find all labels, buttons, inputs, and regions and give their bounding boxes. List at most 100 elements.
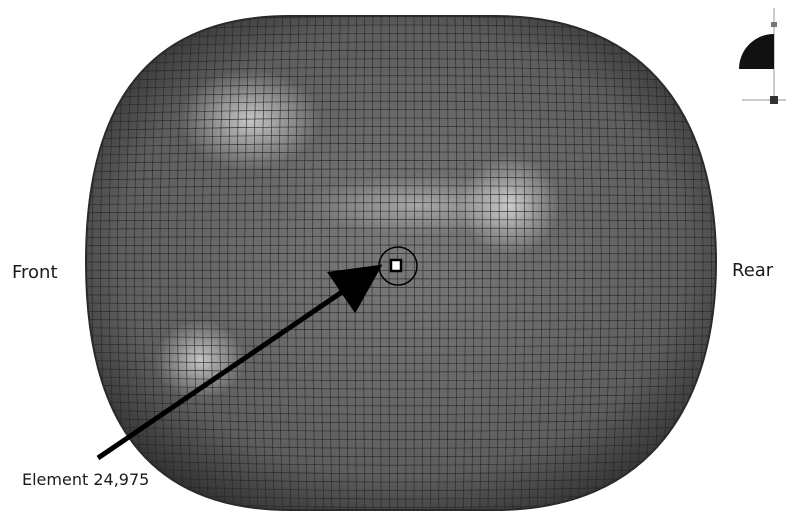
mesh-line [86, 16, 716, 17]
mesh-line [86, 376, 716, 381]
mesh-line [610, 16, 619, 510]
mesh-line [553, 16, 560, 510]
mesh-line [86, 160, 716, 164]
mesh-line [86, 227, 716, 230]
mesh-line [487, 16, 492, 510]
mesh-line [320, 16, 325, 510]
mesh-line [244, 16, 251, 510]
mesh-line [626, 16, 636, 510]
mesh-line [86, 100, 716, 107]
mesh-line [363, 16, 366, 510]
mesh-line [261, 16, 267, 510]
mesh-line [86, 219, 716, 222]
mesh-line [430, 16, 432, 510]
mesh-line [303, 16, 308, 510]
mesh-line [86, 302, 716, 305]
mesh-line [86, 202, 716, 205]
mesh-line [544, 16, 551, 510]
mesh-line [635, 16, 644, 510]
front-label: Front [12, 262, 58, 283]
mesh-line [380, 16, 382, 510]
mesh-line [86, 176, 716, 181]
annotation-arrow [96, 264, 383, 461]
mesh-line [86, 66, 716, 74]
mesh-line [86, 327, 716, 331]
mesh-line [86, 458, 716, 466]
mesh-line [86, 117, 716, 123]
mesh-line [86, 151, 716, 156]
mesh-line [86, 168, 716, 173]
mesh-line [184, 16, 193, 510]
mesh-line [86, 126, 716, 132]
mesh-line [86, 401, 716, 407]
mesh-line [176, 16, 185, 510]
mesh-line [252, 16, 259, 510]
mesh-line [446, 16, 449, 510]
mesh-line [503, 16, 509, 510]
mesh-line [86, 384, 716, 390]
mesh-line [346, 16, 349, 510]
axis-triad-icon [739, 8, 786, 104]
mesh-line [602, 16, 610, 510]
mesh-line [86, 210, 716, 214]
mesh-line [86, 16, 87, 510]
mesh-line [371, 16, 374, 510]
mesh-line [421, 16, 424, 510]
mesh-line [269, 16, 275, 510]
mesh-line [495, 16, 500, 510]
mesh-line [86, 368, 716, 373]
mesh-line [462, 16, 466, 510]
mesh-line [286, 16, 292, 510]
mesh-line [86, 310, 716, 314]
mesh-line [512, 16, 517, 510]
mesh-line [86, 417, 716, 424]
mesh-line [312, 16, 316, 510]
mesh-line [86, 319, 716, 322]
mesh-line [618, 16, 627, 510]
mesh-line [86, 442, 716, 449]
mesh-line [86, 294, 716, 297]
mesh-line [337, 16, 341, 510]
mesh-line [86, 143, 716, 148]
mesh-line [86, 343, 716, 347]
surface-highlight [300, 175, 540, 235]
mesh-line [520, 16, 526, 510]
mesh-line [86, 75, 716, 82]
mesh-line [471, 16, 475, 510]
mesh-line [278, 16, 284, 510]
mesh-line [86, 109, 716, 115]
mesh-line [86, 392, 716, 398]
mesh-line [86, 450, 716, 458]
mesh-line [86, 409, 716, 415]
mesh-line [295, 16, 300, 510]
mesh-line [193, 16, 202, 510]
mesh-line [86, 425, 716, 432]
mesh-line [86, 83, 716, 91]
mesh-line [479, 16, 483, 510]
mesh-line [86, 360, 716, 364]
element-label: Element 24,975 [22, 470, 150, 489]
mesh-line [86, 185, 716, 189]
mesh-line [643, 16, 653, 510]
mesh-line [536, 16, 543, 510]
mesh-line [86, 351, 716, 356]
rear-label: Rear [732, 260, 774, 281]
mesh-line [86, 58, 716, 66]
mesh-line [86, 244, 716, 246]
mesh-line [438, 16, 441, 510]
mesh-line [454, 16, 458, 510]
mesh-line [151, 16, 161, 510]
mesh-line [86, 433, 716, 441]
mesh-line [168, 16, 177, 510]
mesh-line [235, 16, 243, 510]
mesh-line [354, 16, 357, 510]
mesh-line [528, 16, 534, 510]
mesh-line [86, 134, 716, 140]
mesh-line [86, 92, 716, 99]
mesh-line [86, 286, 716, 288]
mesh-line [329, 16, 333, 510]
mesh-line [159, 16, 169, 510]
mesh-line [86, 236, 716, 238]
mesh-line [561, 16, 568, 510]
